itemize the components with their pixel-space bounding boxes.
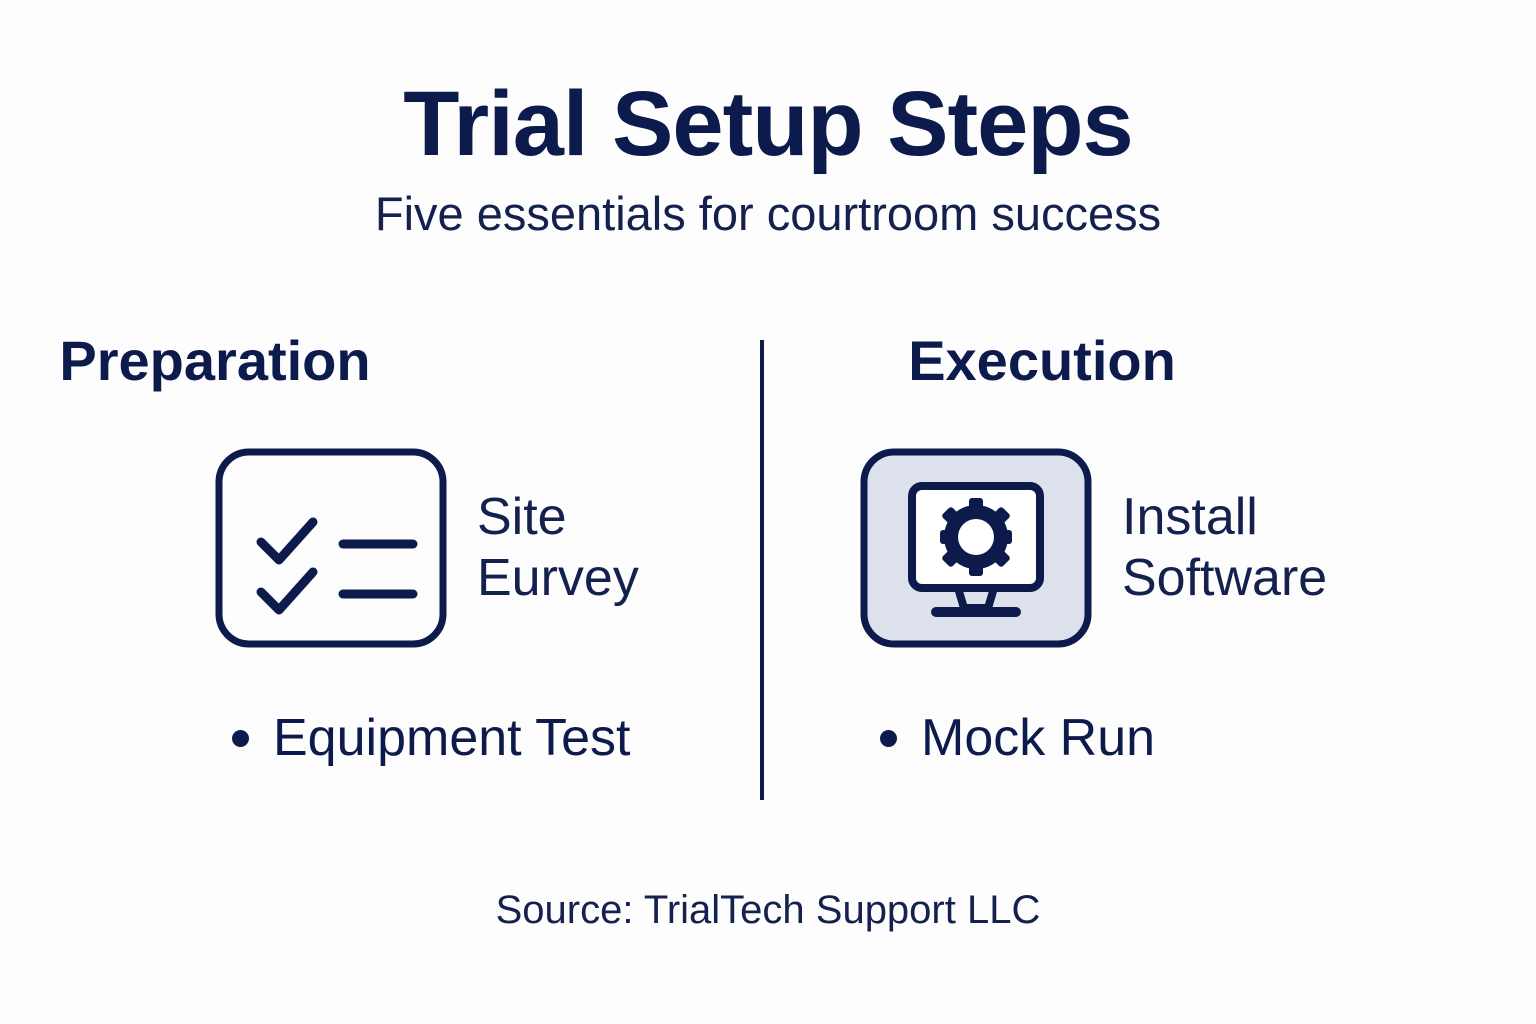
bullet-dot-icon xyxy=(880,730,897,748)
gear-glyph xyxy=(940,498,1012,576)
page-title: Trial Setup Steps xyxy=(403,73,1133,175)
column-preparation: Preparation Site Eurvey Equipment Test xyxy=(0,330,760,810)
column-heading-preparation: Preparation xyxy=(59,329,371,392)
page-subtitle: Five essentials for courtroom success xyxy=(374,186,1162,240)
bullet-label-equipment-test: Equipment Test xyxy=(273,709,631,767)
bullet-row-mock-run: Mock Run xyxy=(880,709,1156,767)
column-execution: Execution xyxy=(776,330,1536,810)
header: Trial Setup Steps Five essentials for co… xyxy=(0,73,1536,240)
column-heading-execution: Execution xyxy=(908,329,1176,392)
bullet-dot-icon xyxy=(232,730,249,748)
icon-label-site-survey: Site Eurvey xyxy=(477,487,639,607)
bullet-row-equipment-test: Equipment Test xyxy=(232,709,631,767)
bullet-label-mock-run: Mock Run xyxy=(921,709,1156,767)
monitor-gear-icon xyxy=(860,448,1092,648)
source-attribution: Source: TrialTech Support LLC xyxy=(495,888,1041,932)
column-divider xyxy=(760,340,764,800)
icon-row-install-software: Install Software xyxy=(860,448,1327,648)
icon-label-install-software: Install Software xyxy=(1122,487,1328,607)
columns-container: Preparation Site Eurvey Equipment Test E… xyxy=(0,330,1536,810)
icon-row-site-survey: Site Eurvey xyxy=(215,448,639,648)
checklist-icon xyxy=(215,448,447,648)
